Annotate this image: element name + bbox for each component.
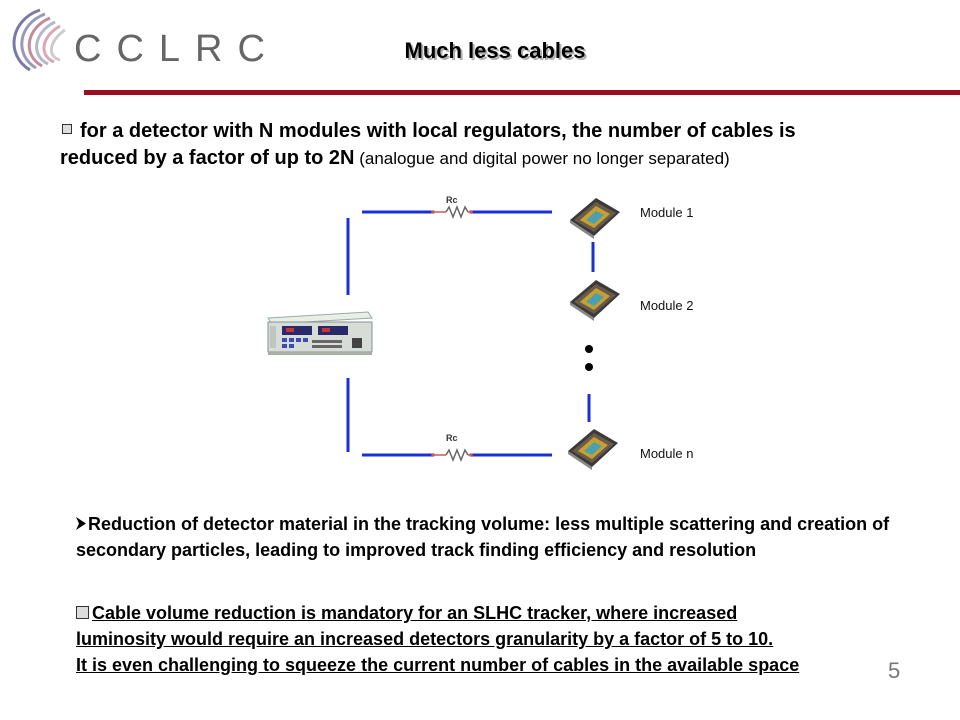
intro-normal-text: (analogue and digital power no longer se…	[354, 149, 730, 168]
module-n-label: Module n	[640, 446, 694, 461]
intro-paragraph: for a detector with N modules with local…	[60, 118, 850, 172]
module-1-icon	[566, 194, 622, 240]
cclrc-logo: CCLRC	[0, 0, 265, 90]
cable-volume-line-2: luminosity would require an increased de…	[76, 629, 774, 649]
resistor-top-icon: Rc	[431, 195, 473, 220]
arrow-bullet-icon	[76, 517, 86, 530]
logo-text: CCLRC	[74, 28, 280, 70]
cable-volume-paragraph: Cable volume reduction is mandatory for …	[76, 600, 946, 678]
logo-swirl-icon	[12, 8, 66, 72]
cable-volume-line-1: Cable volume reduction is mandatory for …	[76, 600, 946, 626]
power-supply-icon	[267, 311, 373, 355]
slide-title: Much less cables	[404, 38, 586, 63]
square-bullet-large-icon	[76, 606, 89, 619]
vertical-ellipsis-icon	[585, 345, 593, 371]
cable-volume-line-3: It is even challenging to squeeze the cu…	[76, 655, 800, 675]
resistor-top-label: Rc	[446, 195, 458, 205]
resistor-bottom-label: Rc	[446, 433, 458, 443]
intro-bold-text: for a detector with N modules with local…	[60, 120, 796, 169]
module-2-icon	[566, 276, 622, 322]
square-bullet-icon	[62, 124, 72, 134]
page-number: 5	[888, 658, 901, 683]
module-2-label: Module 2	[640, 298, 694, 313]
module-n-icon	[564, 425, 620, 471]
title-divider	[84, 90, 960, 95]
cable-volume-line-1-text: Cable volume reduction is mandatory for …	[92, 603, 738, 623]
material-reduction-text: Reduction of detector material in the tr…	[76, 514, 890, 560]
resistor-bottom-icon: Rc	[431, 433, 473, 463]
material-reduction-paragraph: Reduction of detector material in the tr…	[76, 511, 906, 563]
module-1-label: Module 1	[640, 205, 694, 220]
wires	[346, 210, 595, 457]
